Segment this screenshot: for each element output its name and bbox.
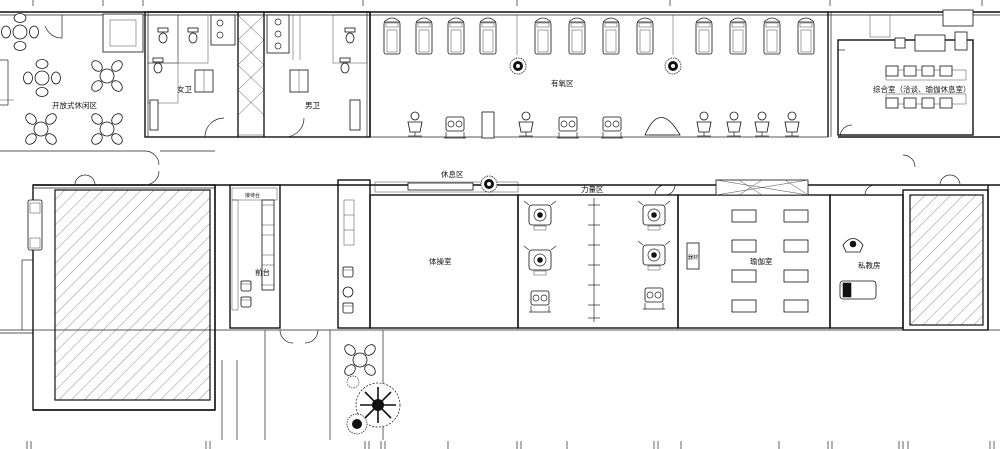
multipurpose-furniture	[838, 9, 974, 109]
lounge-chairs	[27, 199, 355, 314]
label-multipurpose-room: 综合室（洽谈、瑜伽休息室）	[873, 84, 971, 94]
label-mens-restroom: 男卫	[305, 101, 320, 110]
yoga-mats	[686, 179, 809, 313]
label-storage: 器材	[688, 254, 698, 261]
doors	[74, 124, 961, 344]
cardio-machines	[407, 111, 800, 139]
grid-ticks-top	[32, 0, 983, 6]
label-womens-restroom: 女卫	[177, 84, 192, 94]
label-front-desk: 前台	[255, 267, 270, 277]
front-desk-area	[231, 187, 278, 311]
label-private-coaching: 私教房	[858, 260, 881, 270]
label-reception: 接待台	[245, 192, 260, 199]
hatched-void-left	[54, 189, 211, 401]
label-rest-area: 休息区	[441, 169, 464, 179]
rest-area-bar	[374, 175, 519, 193]
label-cardio-area: 有氧区	[551, 78, 574, 88]
label-yoga-room: 瑜伽室	[750, 256, 773, 266]
restroom-fixtures	[147, 14, 368, 138]
cardio-treadmills	[383, 15, 815, 75]
label-strength-area: 力量区	[581, 184, 604, 194]
open-rest-area-furniture	[0, 13, 144, 147]
private-coaching-equipment	[839, 238, 877, 300]
grid-ticks-bottom	[26, 441, 995, 449]
courtyard-plants	[342, 342, 401, 435]
strength-equipment	[523, 198, 671, 322]
hatched-void-right	[909, 194, 984, 326]
label-open-rest-area: 开放式休闲区	[52, 100, 97, 110]
label-gymnastics-room: 体操室	[429, 256, 452, 266]
